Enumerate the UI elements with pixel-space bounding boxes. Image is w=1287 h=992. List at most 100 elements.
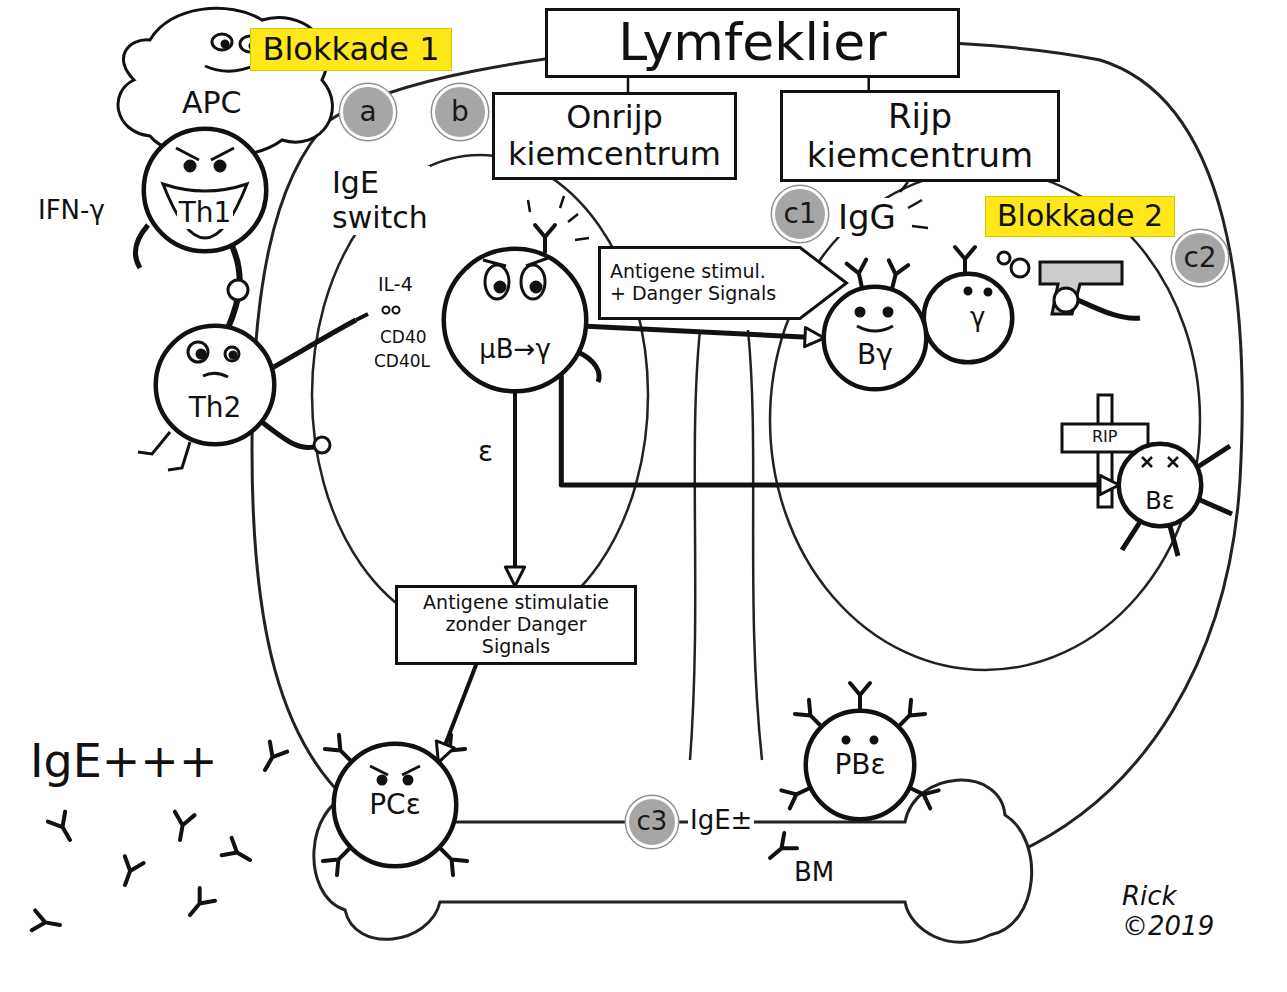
- th1-cell: [176, 148, 234, 160]
- plasma-cell: [378, 776, 386, 784]
- cell-handshake: [228, 280, 248, 300]
- organ-label: BM: [792, 858, 836, 888]
- gun-figure: [1040, 262, 1122, 314]
- node-text: γ: [968, 303, 987, 333]
- callout-letter: c2: [1172, 230, 1228, 286]
- t-helper-cell: Th1: [143, 128, 267, 252]
- arrow-box: Antigene stimulatie zonder Danger Signal…: [395, 585, 637, 665]
- dead-b-cell: [1142, 457, 1178, 467]
- naive-b-cell: [528, 196, 589, 240]
- b-cell: γ: [923, 273, 1013, 363]
- th2-cell: [203, 373, 228, 377]
- plasmablast-cell: [850, 683, 870, 710]
- th1-cell: [163, 184, 247, 238]
- connector-arrow: [587, 326, 823, 338]
- cytokine-dots: [393, 307, 400, 314]
- naive-b-cell: [495, 282, 505, 292]
- molecule-label: CD40: [378, 328, 429, 348]
- plasmablast-cell: [805, 710, 915, 820]
- th2-cell: [188, 342, 208, 362]
- callout-letter: c3: [626, 796, 678, 848]
- th2-cell: [138, 314, 368, 470]
- free-ige-antibodies: [170, 812, 194, 842]
- lymph-node-outline: [252, 40, 1242, 885]
- cytokine-dots: [383, 307, 400, 314]
- free-ige-antibodies: [48, 812, 79, 845]
- naive-b-cell: [535, 225, 555, 252]
- plasma-cell: PCε: [333, 743, 457, 867]
- region-box: Rijp kiemcentrum: [780, 90, 1060, 182]
- node-text: b: [451, 96, 469, 128]
- connector-arrow: [439, 665, 476, 762]
- node-text: Blokkade 2: [997, 199, 1163, 234]
- node-text: c3: [637, 807, 668, 837]
- node-text: PCε: [367, 789, 423, 821]
- node-text: Th1: [177, 197, 234, 229]
- free-ige-antibodies: [222, 838, 255, 869]
- igg-b-cells: [856, 308, 864, 316]
- naive-b-cell: [521, 265, 545, 299]
- plasmablast: PBε: [805, 710, 915, 820]
- cytokine-dots: [383, 307, 390, 314]
- germinal-centre-outline: [312, 155, 1200, 760]
- igg-b-cells: [955, 247, 975, 274]
- free-ige-antibodies: [182, 888, 215, 922]
- igg-b-cells: [900, 182, 928, 228]
- cross-text: RIP: [1090, 428, 1119, 446]
- chain-label: ε: [476, 436, 495, 468]
- lymph-node-outline: [252, 40, 1242, 885]
- blockade-tag: Blokkade 2: [985, 196, 1175, 237]
- node-text: Onrijp kiemcentrum: [508, 99, 721, 173]
- antibody-label: IgE+++: [28, 735, 219, 788]
- cytokine-label: IL-4: [376, 274, 415, 296]
- free-ige-antibodies: [116, 856, 144, 888]
- grave-cross: [1062, 424, 1148, 452]
- gun-figure: [998, 252, 1010, 264]
- connector-arrow: [561, 375, 1118, 485]
- t-helper-cell: Th2: [155, 325, 275, 445]
- th2-cell: [155, 325, 275, 445]
- signature: Rick ©2019: [1120, 882, 1216, 942]
- plasma-cell: [333, 743, 457, 867]
- th2-cell: [197, 350, 205, 358]
- th2-cell: [262, 422, 318, 448]
- naive-b-cell: [578, 352, 599, 382]
- th1-cell: [185, 161, 195, 171]
- free-ige-antibodies: [256, 742, 287, 775]
- connector-arrow: [513, 392, 517, 585]
- germinal-centre-outline: [770, 170, 1200, 670]
- igg-b-cells: [884, 308, 892, 316]
- apc-cell: [222, 41, 228, 47]
- connector-line: [627, 78, 630, 92]
- plasmablast-cell: [843, 737, 849, 743]
- node-text: c1: [783, 198, 816, 230]
- node-text: Th2: [187, 392, 244, 424]
- th2-cell: [314, 437, 330, 453]
- b-cell: Bγ: [823, 286, 927, 390]
- node-text: Antigene stimulatie zonder Danger Signal…: [410, 592, 622, 658]
- plasma-cell: [323, 735, 467, 875]
- dead-b-cell: [1118, 443, 1232, 556]
- plasmablast-cell: [781, 683, 938, 820]
- node-text: c2: [1183, 242, 1216, 274]
- node-text: APC: [182, 86, 242, 121]
- node-text: a: [359, 96, 376, 128]
- callout-letter: a: [340, 84, 396, 140]
- title-box: Lymfeklier: [545, 8, 960, 78]
- switch-label: IgE switch: [330, 166, 430, 235]
- th1-cell: [143, 128, 267, 252]
- plasmablast-cell: [871, 737, 877, 743]
- plasma-cell: [404, 776, 412, 784]
- igg-b-cells: [985, 289, 991, 295]
- igg-b-cells: [857, 326, 893, 331]
- th2-cell: [225, 347, 239, 361]
- node-text: Antigene stimul. + Danger Signals: [610, 261, 782, 305]
- apc-cell: [212, 34, 232, 50]
- free-ige-antibodies: [32, 910, 62, 934]
- th2-cell: [230, 352, 236, 358]
- connector-line: [867, 78, 870, 90]
- callout-letter: c1: [772, 186, 828, 242]
- node-text: Lymfeklier: [618, 13, 886, 73]
- igg-b-cells: [965, 288, 971, 294]
